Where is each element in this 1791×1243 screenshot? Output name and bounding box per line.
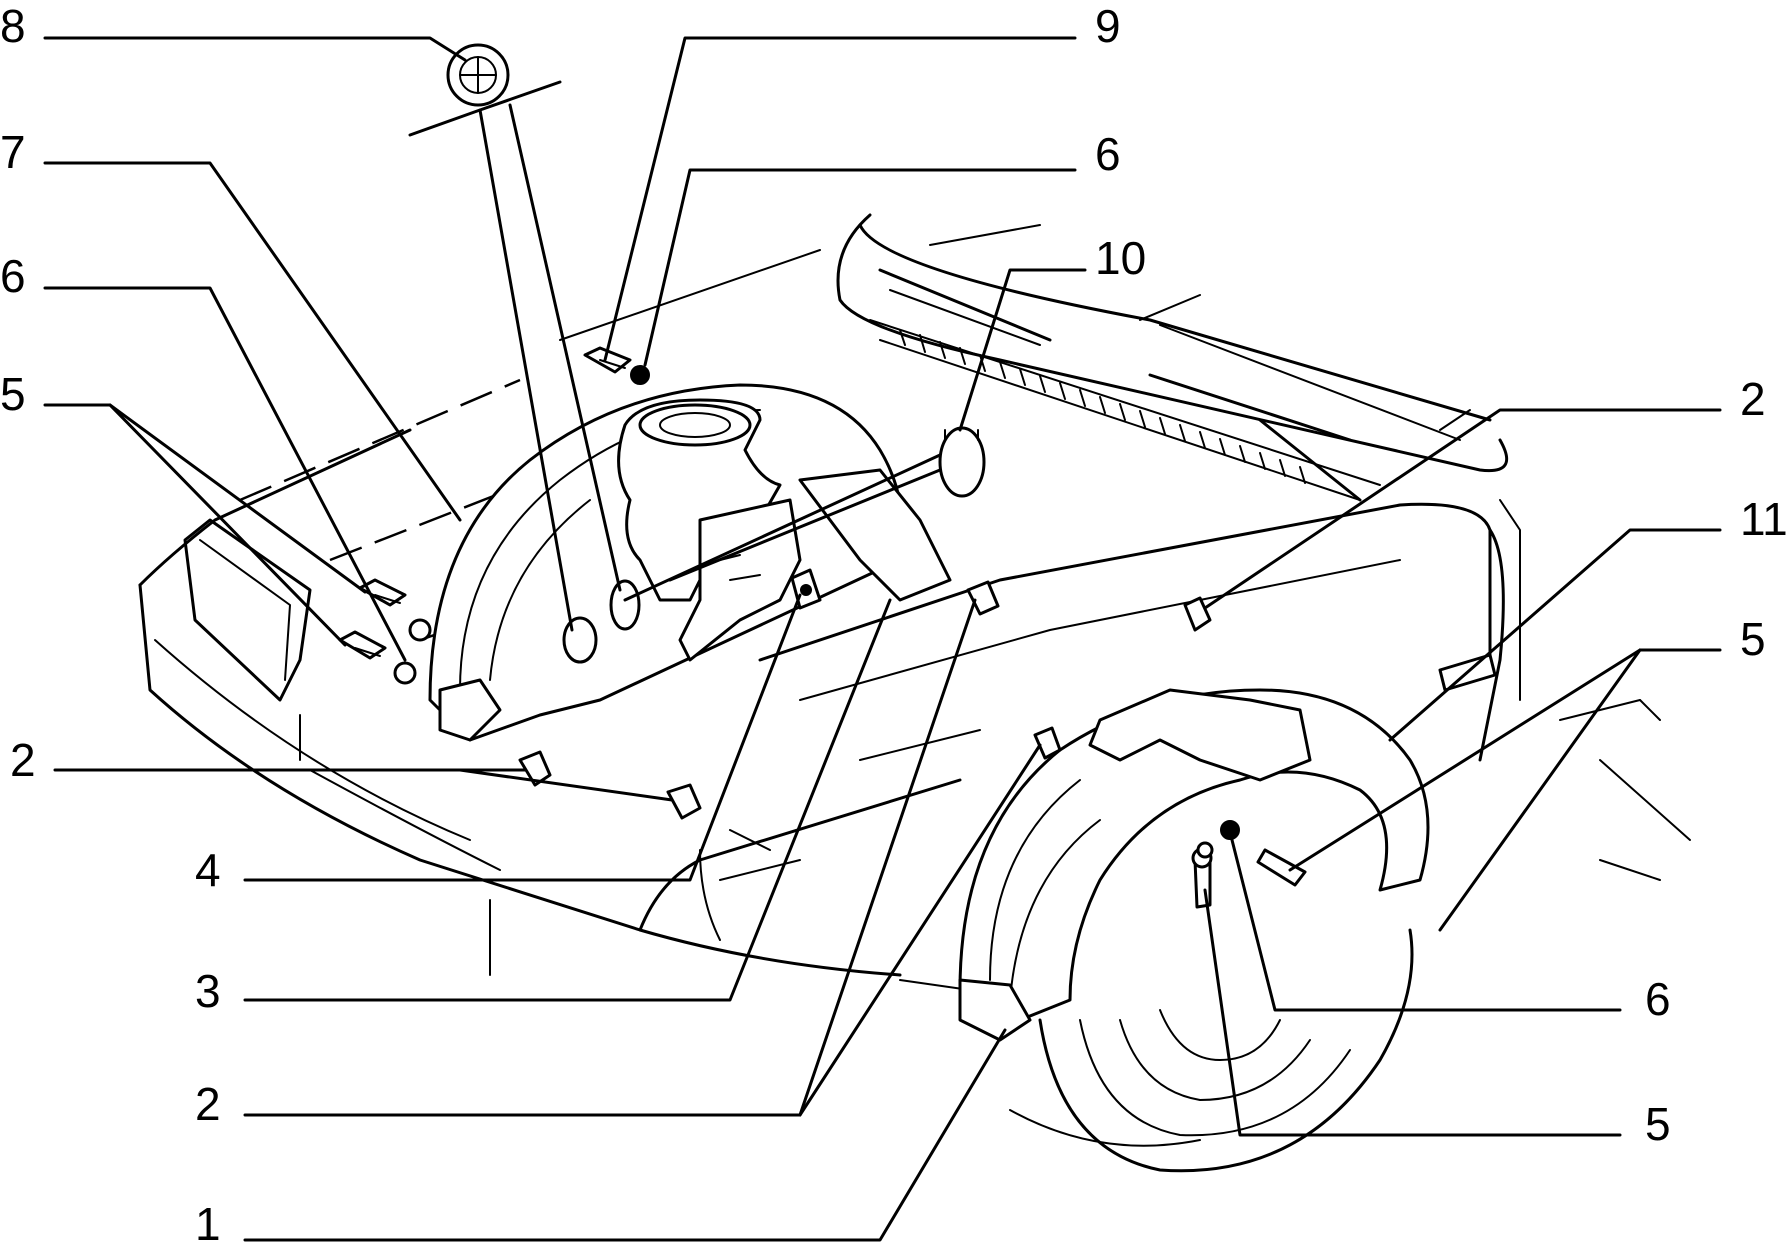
- callout-2-bottom: 2: [195, 1078, 221, 1130]
- callout-2-left: 2: [10, 734, 36, 786]
- bolt-icon-left-lower: [338, 630, 387, 660]
- nut-icon: [630, 365, 650, 385]
- callout-7: 7: [0, 126, 26, 178]
- wheel-arch-liner: [958, 688, 1430, 1173]
- leader-lines: [43, 36, 1722, 1242]
- washer-icon-right: [1196, 841, 1214, 859]
- callout-5-left: 5: [0, 368, 26, 420]
- clip-icon-front-1: [518, 750, 552, 787]
- callout-6-left: 6: [0, 250, 26, 302]
- inner-wheel-housing-liner: [428, 383, 952, 742]
- bolt-icon-left-upper: [358, 578, 407, 607]
- callout-2-right: 2: [1740, 373, 1766, 425]
- callout-6-top: 6: [1095, 128, 1121, 180]
- callout-8: 8: [0, 0, 26, 52]
- clip-icon-front-2: [666, 783, 702, 820]
- clip-icon-fender: [1183, 596, 1212, 632]
- clip-icon-rear: [966, 580, 1000, 616]
- callout-5-bottom: 5: [1645, 1098, 1671, 1150]
- nut-icon-left-lower: [393, 661, 417, 685]
- callout-10: 10: [1095, 232, 1146, 284]
- callout-3: 3: [195, 965, 221, 1017]
- callout-5-right: 5: [1740, 613, 1766, 665]
- nut-icon-right: [1220, 820, 1240, 840]
- bolt-icon-right-horizontal: [1256, 848, 1307, 887]
- clip-icon-arch: [1033, 726, 1062, 760]
- callout-1: 1: [195, 1198, 221, 1243]
- nut-icon-left-upper: [408, 618, 432, 642]
- bolt-icon: [583, 346, 632, 374]
- callout-4: 4: [195, 844, 221, 896]
- callout-6-right: 6: [1645, 973, 1671, 1025]
- callout-11: 11: [1740, 493, 1788, 545]
- callout-9: 9: [1095, 0, 1121, 52]
- plug-icon: [938, 426, 986, 498]
